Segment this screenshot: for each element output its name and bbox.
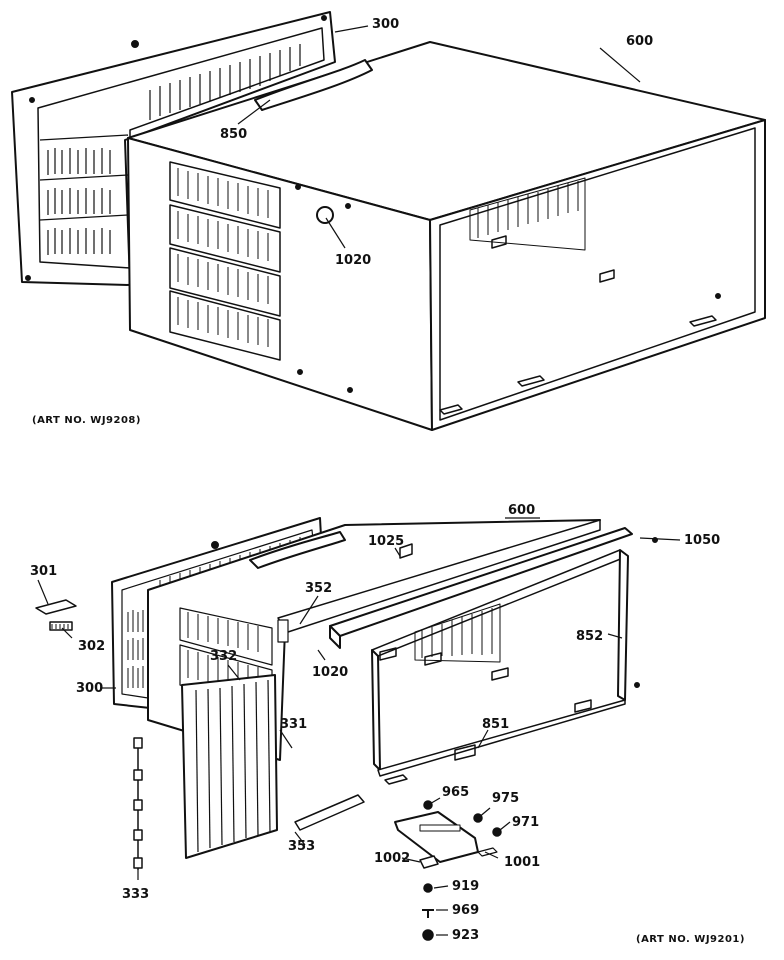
cabinet: [128, 42, 765, 430]
callout-971: 971: [512, 815, 540, 830]
leader-1020-top: [326, 218, 345, 248]
callout-975: 975: [492, 791, 520, 806]
coil: [182, 675, 277, 858]
callout-301: 301: [30, 564, 58, 579]
channel: [295, 795, 364, 830]
callout-1025: 1025: [368, 534, 405, 549]
art-number-top: (ART NO. WJ9208): [32, 415, 141, 426]
leader-600-top: [600, 48, 640, 82]
control-bracket: [395, 812, 497, 862]
bottom-diagram: [36, 518, 680, 940]
callout-1020-bottom: 1020: [312, 665, 349, 680]
callout-333: 333: [122, 887, 150, 902]
leader-850: [238, 100, 270, 124]
callout-353: 353: [288, 839, 316, 854]
callout-300-top: 300: [372, 17, 400, 32]
callout-332: 332: [210, 649, 238, 664]
callout-1020-top: 1020: [335, 253, 372, 268]
callout-969: 969: [452, 903, 480, 918]
callout-1001: 1001: [504, 855, 541, 870]
callout-850: 850: [220, 127, 248, 142]
callout-600-bottom: 600: [508, 503, 536, 518]
callout-965: 965: [442, 785, 470, 800]
callout-923: 923: [452, 928, 480, 943]
callout-919: 919: [452, 879, 480, 894]
callout-851: 851: [482, 717, 510, 732]
art-number-bottom: (ART NO. WJ9201): [636, 934, 745, 945]
front-grille-panel: [12, 12, 335, 285]
callout-852: 852: [576, 629, 604, 644]
callout-331: 331: [280, 717, 308, 732]
callout-600-top: 600: [626, 34, 654, 49]
callout-352: 352: [305, 581, 333, 596]
part-333: [134, 738, 142, 870]
leader-300-top: [335, 26, 368, 32]
callout-1002: 1002: [374, 851, 411, 866]
top-diagram: [12, 12, 765, 430]
base-pan: [372, 538, 657, 784]
callout-1050: 1050: [684, 533, 721, 548]
callout-300-bottom: 300: [76, 681, 104, 696]
callout-302: 302: [78, 639, 106, 654]
